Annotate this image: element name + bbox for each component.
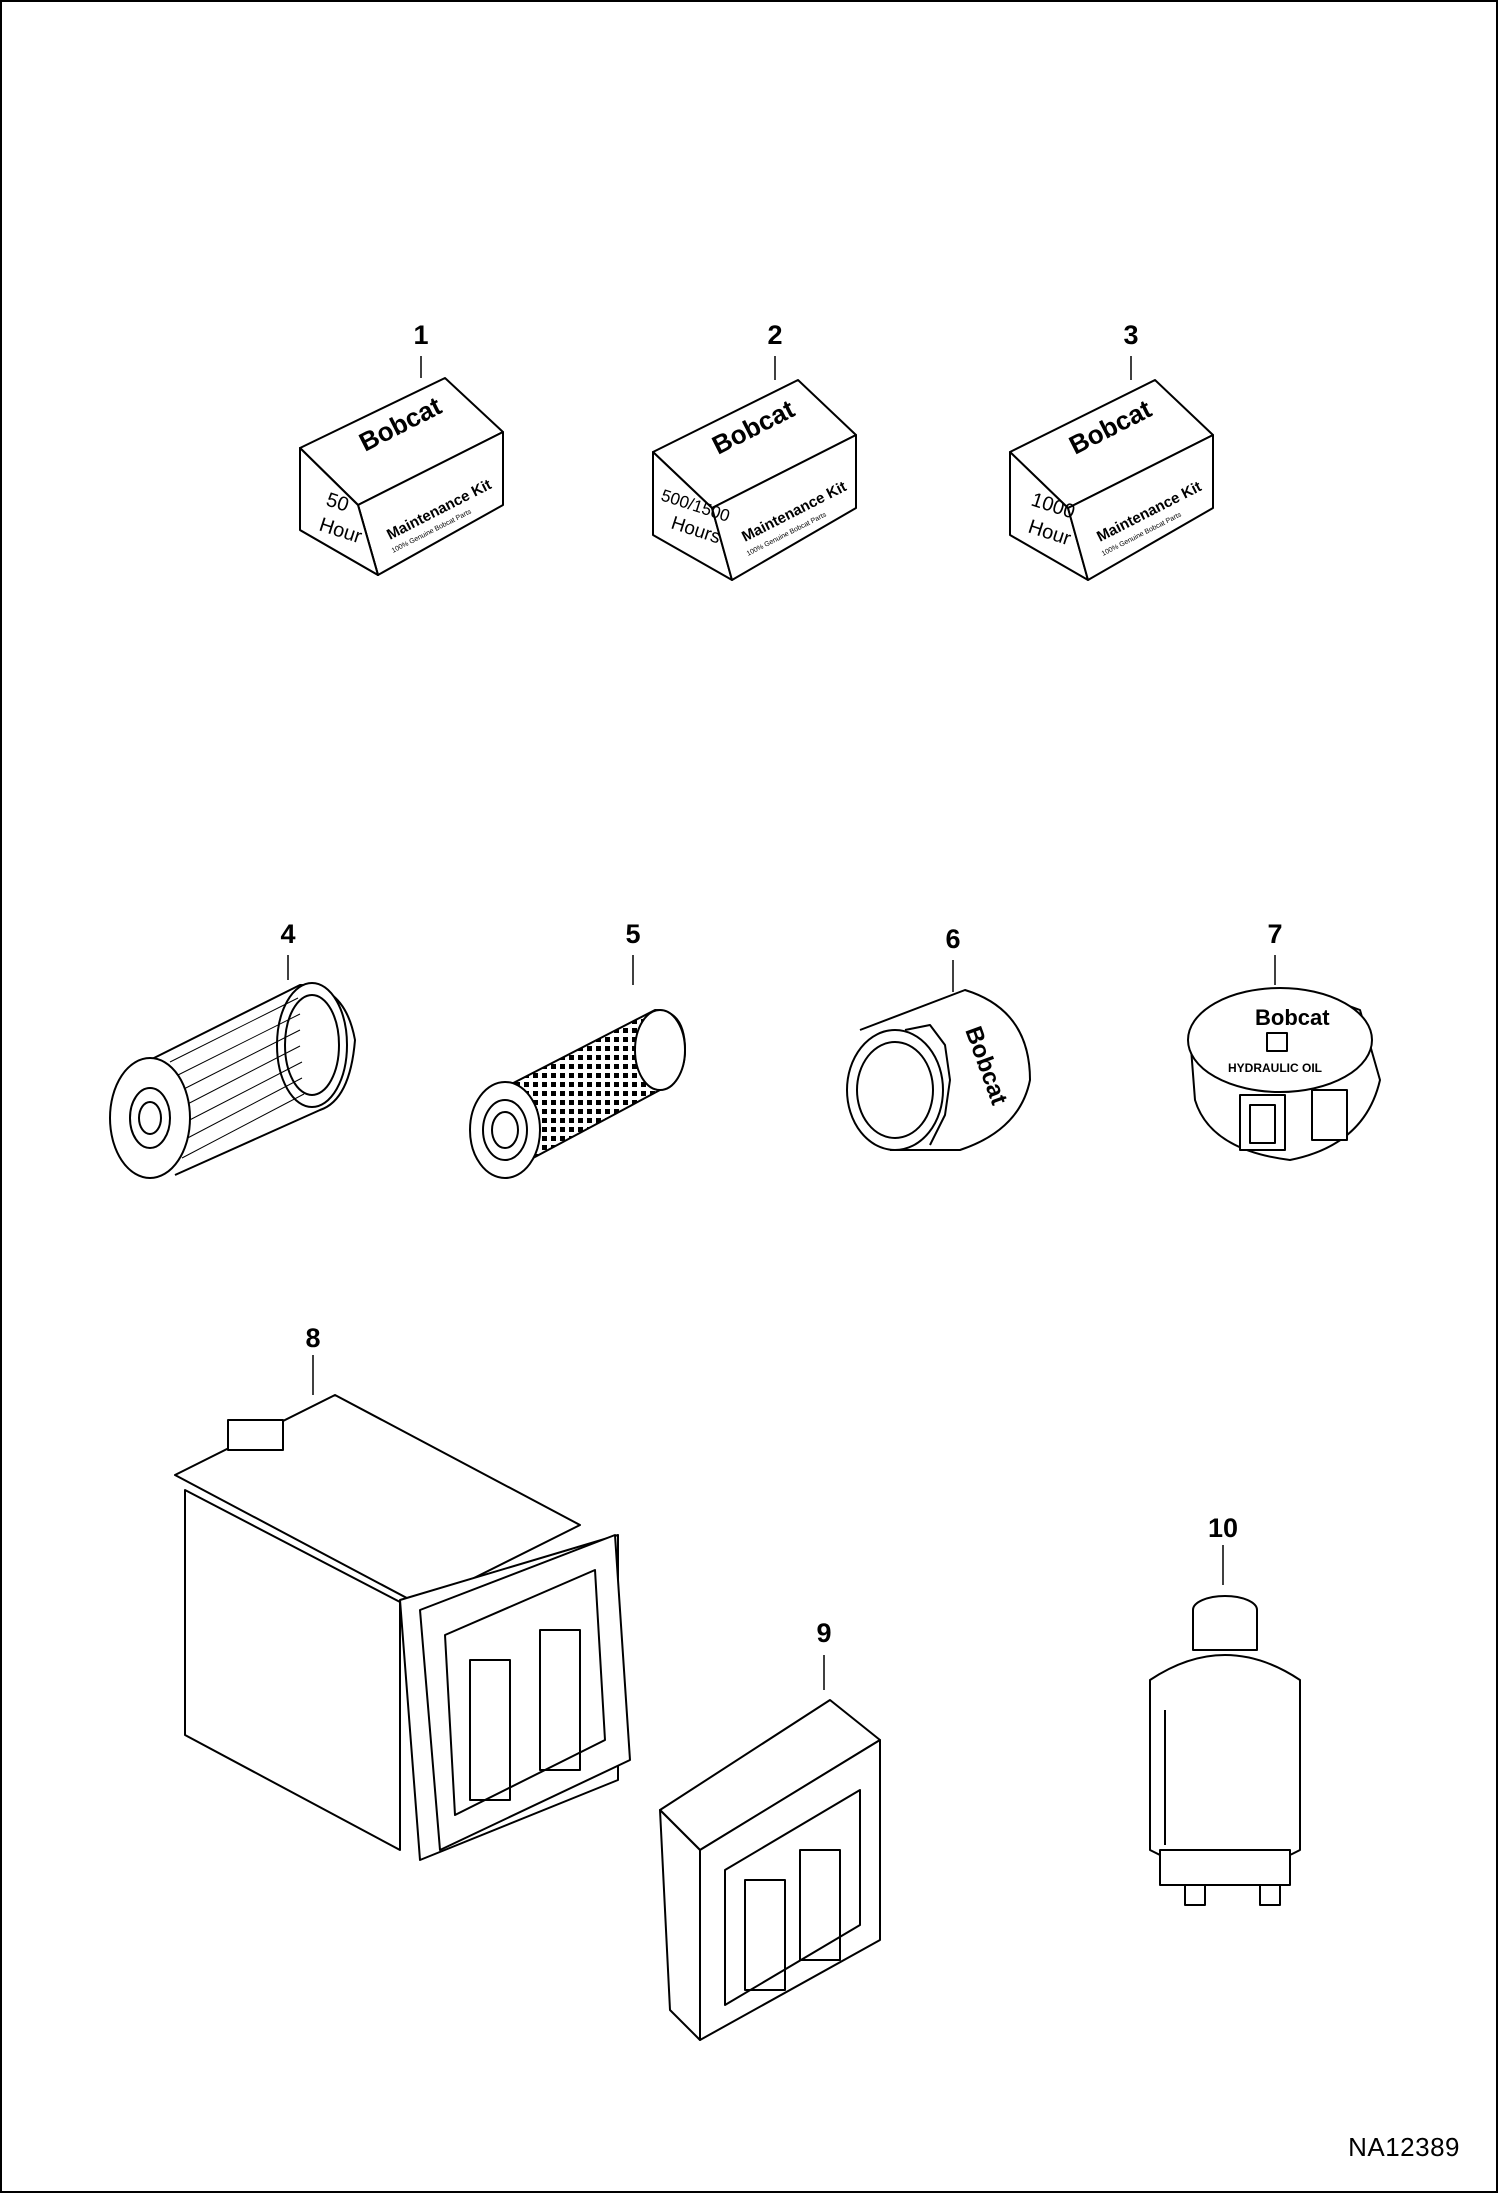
callout-6: 6 [945,924,961,954]
air-filter-inner [659,1699,881,2041]
filter-element-mesh [469,1009,686,1179]
callout-2: 2 [767,320,783,350]
callout-5: 5 [625,919,641,949]
air-filter-outer [174,1394,631,1861]
filter-element-pleated [109,982,356,1179]
cap-label: HYDRAULIC OIL [1228,1061,1322,1075]
fuel-filter [1149,1595,1301,1906]
callout-1: 1 [413,320,429,350]
callout-9: 9 [816,1618,832,1648]
leader-lines [287,356,1276,1690]
maintenance-kit-box-500-1500-hours: Bobcat 500/1500 Hours Maintenance Kit 10… [652,379,857,581]
callout-10: 10 [1207,1513,1239,1543]
figure-reference-code: NA12389 [1348,2132,1460,2162]
maintenance-kit-box-1000-hour: Bobcat 1000 Hour Maintenance Kit 100% Ge… [1009,379,1214,581]
callout-3: 3 [1123,320,1139,350]
callout-8: 8 [305,1323,321,1353]
callout-4: 4 [280,919,296,949]
cap-brand: Bobcat [1255,1005,1330,1030]
spin-on-oil-filter: Bobcat [846,989,1031,1151]
hydraulic-oil-cap: Bobcat HYDRAULIC OIL [1187,987,1381,1161]
callout-7: 7 [1267,919,1283,949]
maintenance-kit-box-50-hour: Bobcat 50 Hour Maintenance Kit 100% Genu… [299,377,504,576]
